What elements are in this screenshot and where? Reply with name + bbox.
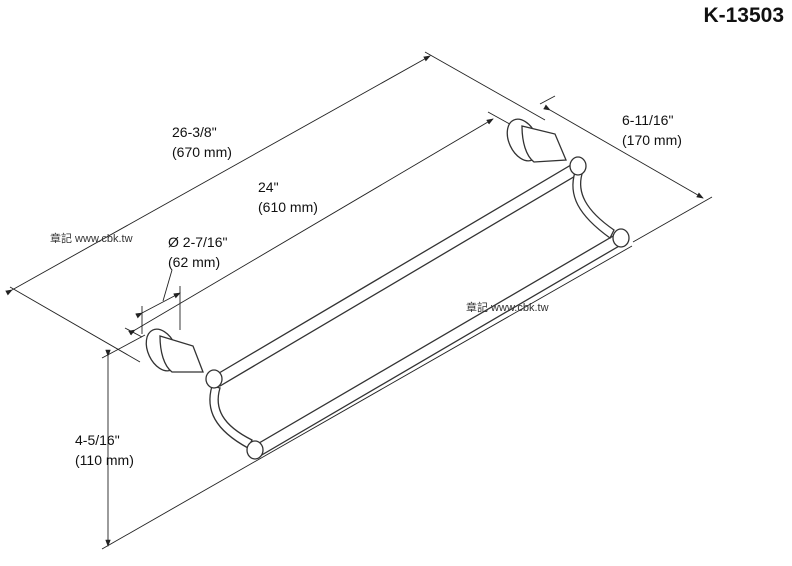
bar-length-metric: (610 mm) — [258, 199, 318, 215]
flange-diameter-label: Ø 2-7/16" (62 mm) — [168, 232, 227, 272]
height-label: 4-5/16" (110 mm) — [75, 430, 134, 470]
projection-metric: (170 mm) — [622, 132, 682, 148]
watermark: 章記 www.cbk.tw — [50, 233, 133, 245]
overall-length-label: 26-3/8" (670 mm) — [172, 122, 232, 162]
flange-diameter-metric: (62 mm) — [168, 254, 221, 270]
flange-diameter-imperial: Ø 2-7/16" — [168, 234, 228, 250]
projection-label: 6-11/16" (170 mm) — [622, 110, 682, 150]
overall-length-imperial: 26-3/8" — [172, 124, 217, 140]
bar-length-imperial: 24" — [258, 179, 279, 195]
left-bracket — [145, 328, 264, 460]
model-number: K-13503 — [703, 4, 784, 27]
height-dimension — [101, 245, 633, 550]
flange-diameter-dimension — [124, 269, 181, 338]
height-metric: (110 mm) — [75, 452, 134, 468]
overall-length-metric: (670 mm) — [172, 144, 232, 160]
watermark: 章記 www.cbk.tw — [466, 302, 549, 314]
right-bracket — [506, 118, 630, 248]
bar-length-label: 24" (610 mm) — [258, 177, 318, 217]
lower-bar — [253, 231, 627, 457]
height-imperial: 4-5/16" — [75, 432, 120, 448]
projection-dimension — [539, 95, 713, 243]
projection-imperial: 6-11/16" — [622, 112, 674, 128]
